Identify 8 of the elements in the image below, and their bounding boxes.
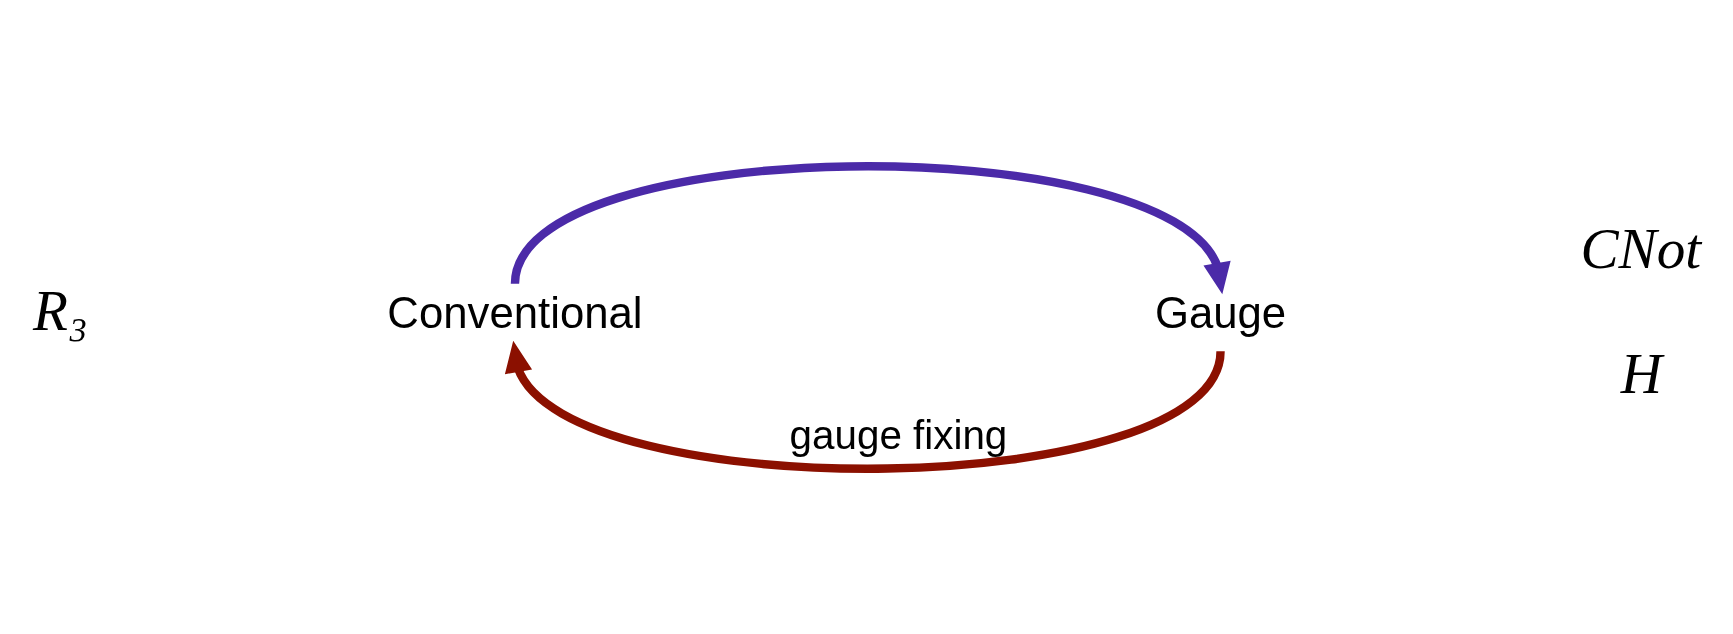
node-text: Conventional — [387, 287, 643, 337]
arrow — [504, 340, 1225, 473]
node-text: Gauge — [1154, 287, 1287, 337]
edge-label: gauge fixing — [789, 411, 1008, 458]
label: CNot — [1580, 216, 1702, 280]
label: H — [1620, 341, 1663, 405]
arrow — [511, 161, 1231, 294]
label: R₃ — [33, 278, 88, 342]
